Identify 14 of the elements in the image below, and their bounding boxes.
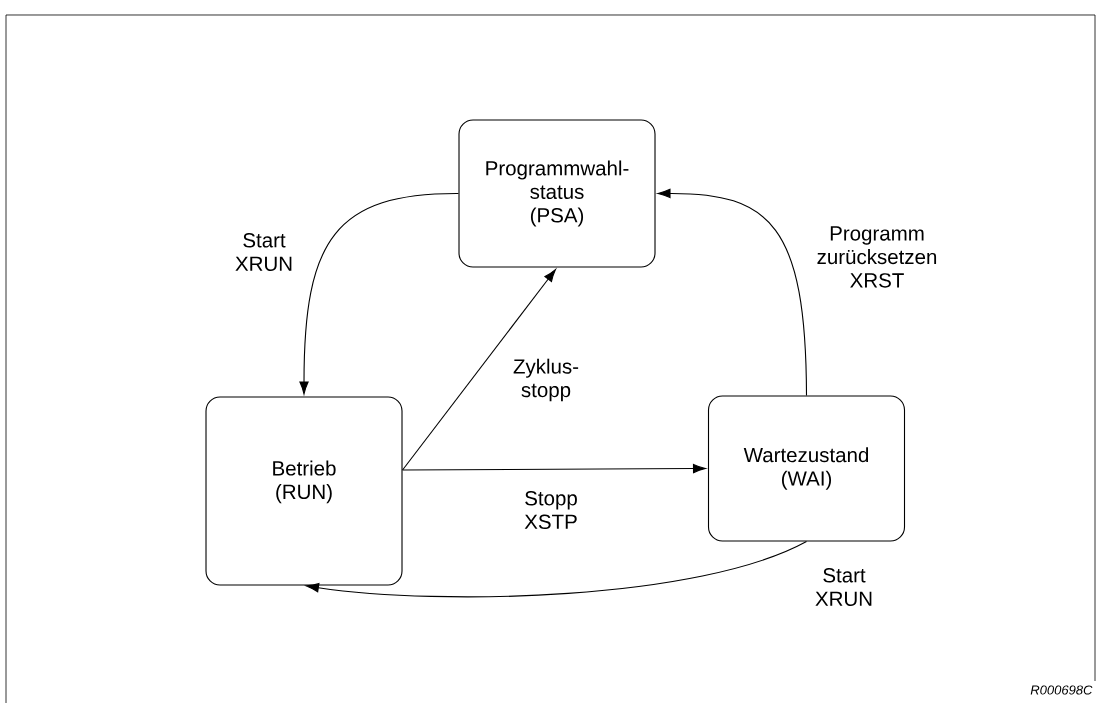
edge-label: Start XRUN xyxy=(235,233,292,271)
arrow xyxy=(402,463,706,474)
state-box: Wartezustand (WAI) xyxy=(707,395,906,542)
figure-number: R000698C xyxy=(1030,685,1093,695)
edge-label: Stopp XSTP xyxy=(524,491,577,529)
arrow xyxy=(402,269,556,471)
edge-label: Programm zurücksetzen XRST xyxy=(817,226,937,288)
state-box: Programmwahl- status (PSA) xyxy=(458,119,656,268)
arrow xyxy=(305,541,808,598)
arrow xyxy=(299,192,459,395)
edge-label: Start XRUN xyxy=(815,568,872,606)
edge-label: Zyklus- stopp xyxy=(513,358,579,402)
state-box: Betrieb (RUN) xyxy=(205,396,403,586)
arrow xyxy=(657,188,808,396)
